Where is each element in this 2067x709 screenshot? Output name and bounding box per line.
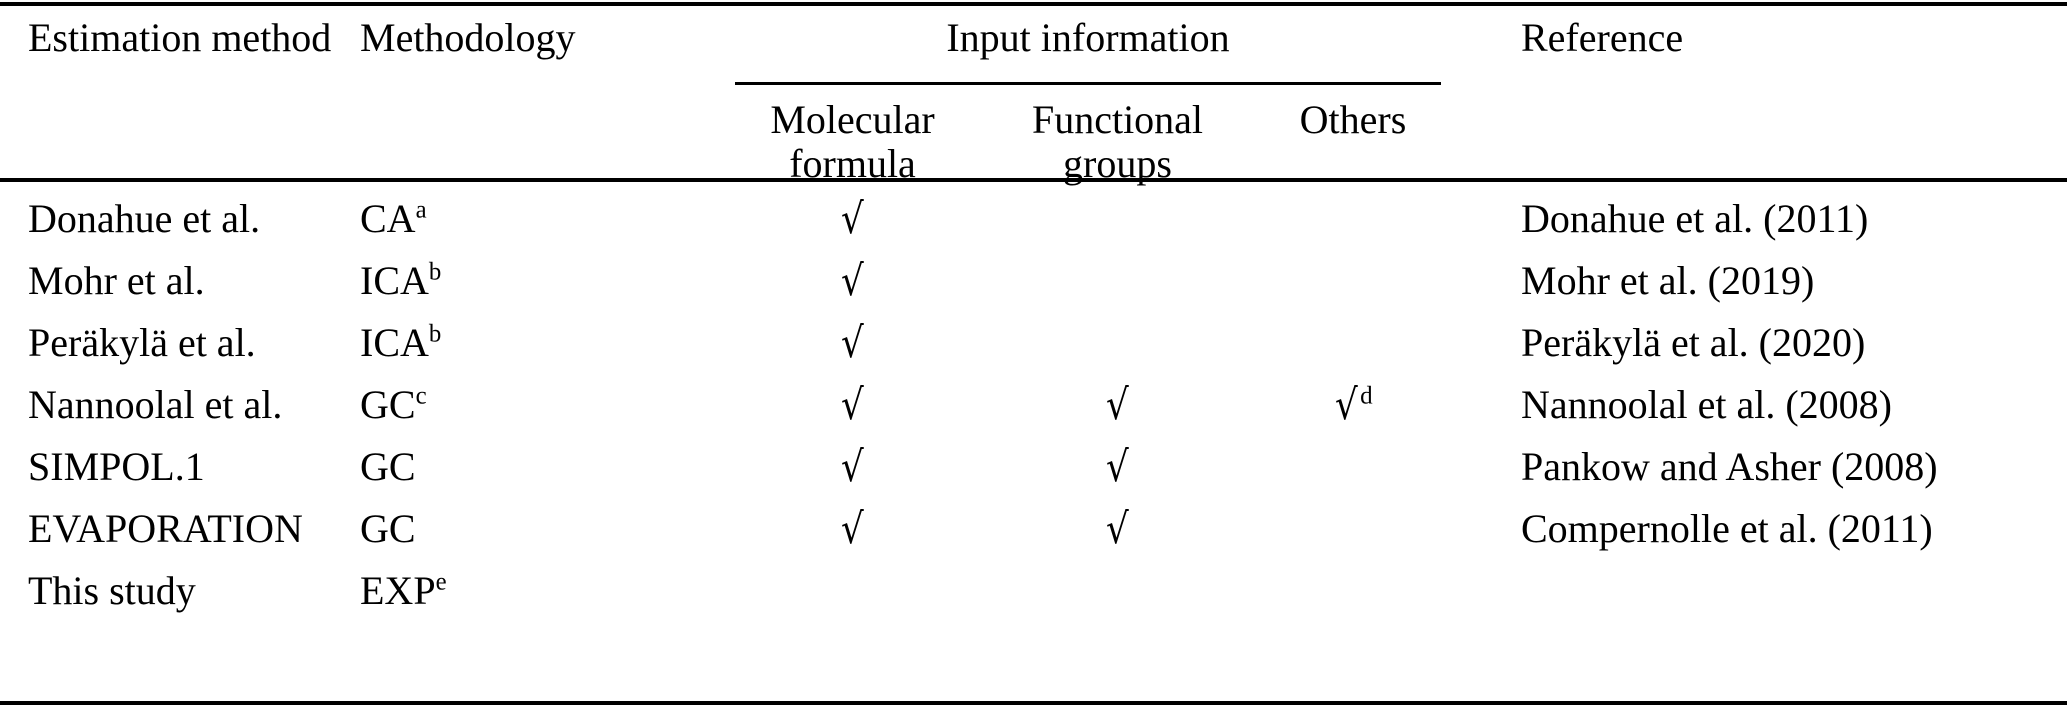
cell-methodology-text: ICA [360,258,429,303]
cell-methodology: GCc [360,381,427,428]
check-mark-molecular-formula: √ [735,319,970,366]
cell-estimation-method: EVAPORATION [28,506,303,551]
table-bottom-rule [0,701,2067,705]
cell-methodology-text: GC [360,506,416,551]
cell-reference: Peräkylä et al. (2020) [1521,320,1866,365]
subcolumn-header-others: Others [1265,98,1441,142]
cell-reference: Compernolle et al. (2011) [1521,506,1933,551]
check-mark-molecular-formula: √ [735,505,970,552]
check-mark-molecular-formula: √ [735,257,970,304]
cell-methodology-text: CA [360,196,416,241]
check-icon: √ [841,504,864,553]
check-mark-molecular-formula: √ [735,381,970,428]
cell-reference: Nannoolal et al. (2008) [1521,382,1892,427]
cell-methodology: GC [360,505,416,552]
cell-methodology: ICAb [360,319,441,366]
check-mark-functional-groups: √ [1000,505,1235,552]
check-mark-molecular-formula: √ [735,443,970,490]
check-superscript-others: d [1360,382,1373,410]
cell-estimation-method: Nannoolal et al. [28,382,283,427]
cell-methodology-superscript: b [428,258,442,286]
cell-methodology-superscript: e [435,568,447,596]
table-row: Mohr et al. ICAb √ Mohr et al. (2019) [0,257,2067,304]
check-icon: √ [1106,442,1129,491]
check-icon: √ [1106,504,1129,553]
check-mark-functional-groups: √ [1000,381,1235,428]
cell-methodology: ICAb [360,257,441,304]
subcolumn-header-molecular-formula: Molecular formula [735,98,970,186]
subcolumn-header-molecular-formula-line1: Molecular [770,97,935,142]
cell-methodology-text: GC [360,382,416,427]
table-row: SIMPOL.1 GC √ √ Pankow and Asher (2008) [0,443,2067,490]
check-icon: √ [841,380,864,429]
cell-methodology-superscript: a [415,196,427,224]
table-row: Donahue et al. CAa √ Donahue et al. (2011) [0,195,2067,242]
table-row: This study EXPe [0,567,2067,614]
column-header-reference: Reference [1521,15,1684,60]
table-top-rule [0,2,2067,6]
table-row: Peräkylä et al. ICAb √ Peräkylä et al. (202… [0,319,2067,366]
check-mark-molecular-formula: √ [735,195,970,242]
check-icon: √ [841,442,864,491]
subcolumn-header-others-line1: Others [1299,97,1407,142]
subcolumn-header-molecular-formula-line2: formula [789,141,916,186]
header-bottom-rule [0,178,2067,182]
cell-estimation-method: SIMPOL.1 [28,444,205,489]
cell-methodology: EXPe [360,567,447,614]
check-icon: √ [1335,380,1359,429]
cell-estimation-method: Donahue et al. [28,196,261,241]
cell-methodology-superscript: b [428,320,442,348]
cell-reference: Mohr et al. (2019) [1521,258,1815,303]
cell-methodology-superscript: c [415,382,427,410]
subcolumn-header-functional-groups-line1: Functional [1031,97,1204,142]
input-information-span-rule [735,82,1441,85]
cell-methodology: GC [360,443,416,490]
cell-estimation-method: Peräkylä et al. [28,320,256,365]
cell-estimation-method: Mohr et al. [28,258,205,303]
column-header-methodology: Methodology [360,15,576,60]
column-header-input-information: Input information [946,15,1230,60]
check-icon: √ [841,318,864,367]
cell-methodology-text: ICA [360,320,429,365]
cell-methodology-text: EXP [360,568,436,613]
column-header-estimation-method: Estimation method [28,15,332,60]
cell-estimation-method: This study [28,568,196,613]
subcolumn-header-functional-groups: Functional groups [1000,98,1235,186]
check-icon: √ [841,256,864,305]
subcolumn-header-functional-groups-line2: groups [1063,141,1172,186]
table-row: EVAPORATION GC √ √ Compernolle et al. (2011) [0,505,2067,552]
cell-reference: Pankow and Asher (2008) [1521,444,1938,489]
check-mark-others: √d [1265,381,1441,428]
check-icon: √ [1106,380,1129,429]
cell-methodology: CAa [360,195,427,242]
cell-methodology-text: GC [360,444,416,489]
check-icon: √ [841,194,864,243]
check-mark-functional-groups: √ [1000,443,1235,490]
cell-reference: Donahue et al. (2011) [1521,196,1869,241]
